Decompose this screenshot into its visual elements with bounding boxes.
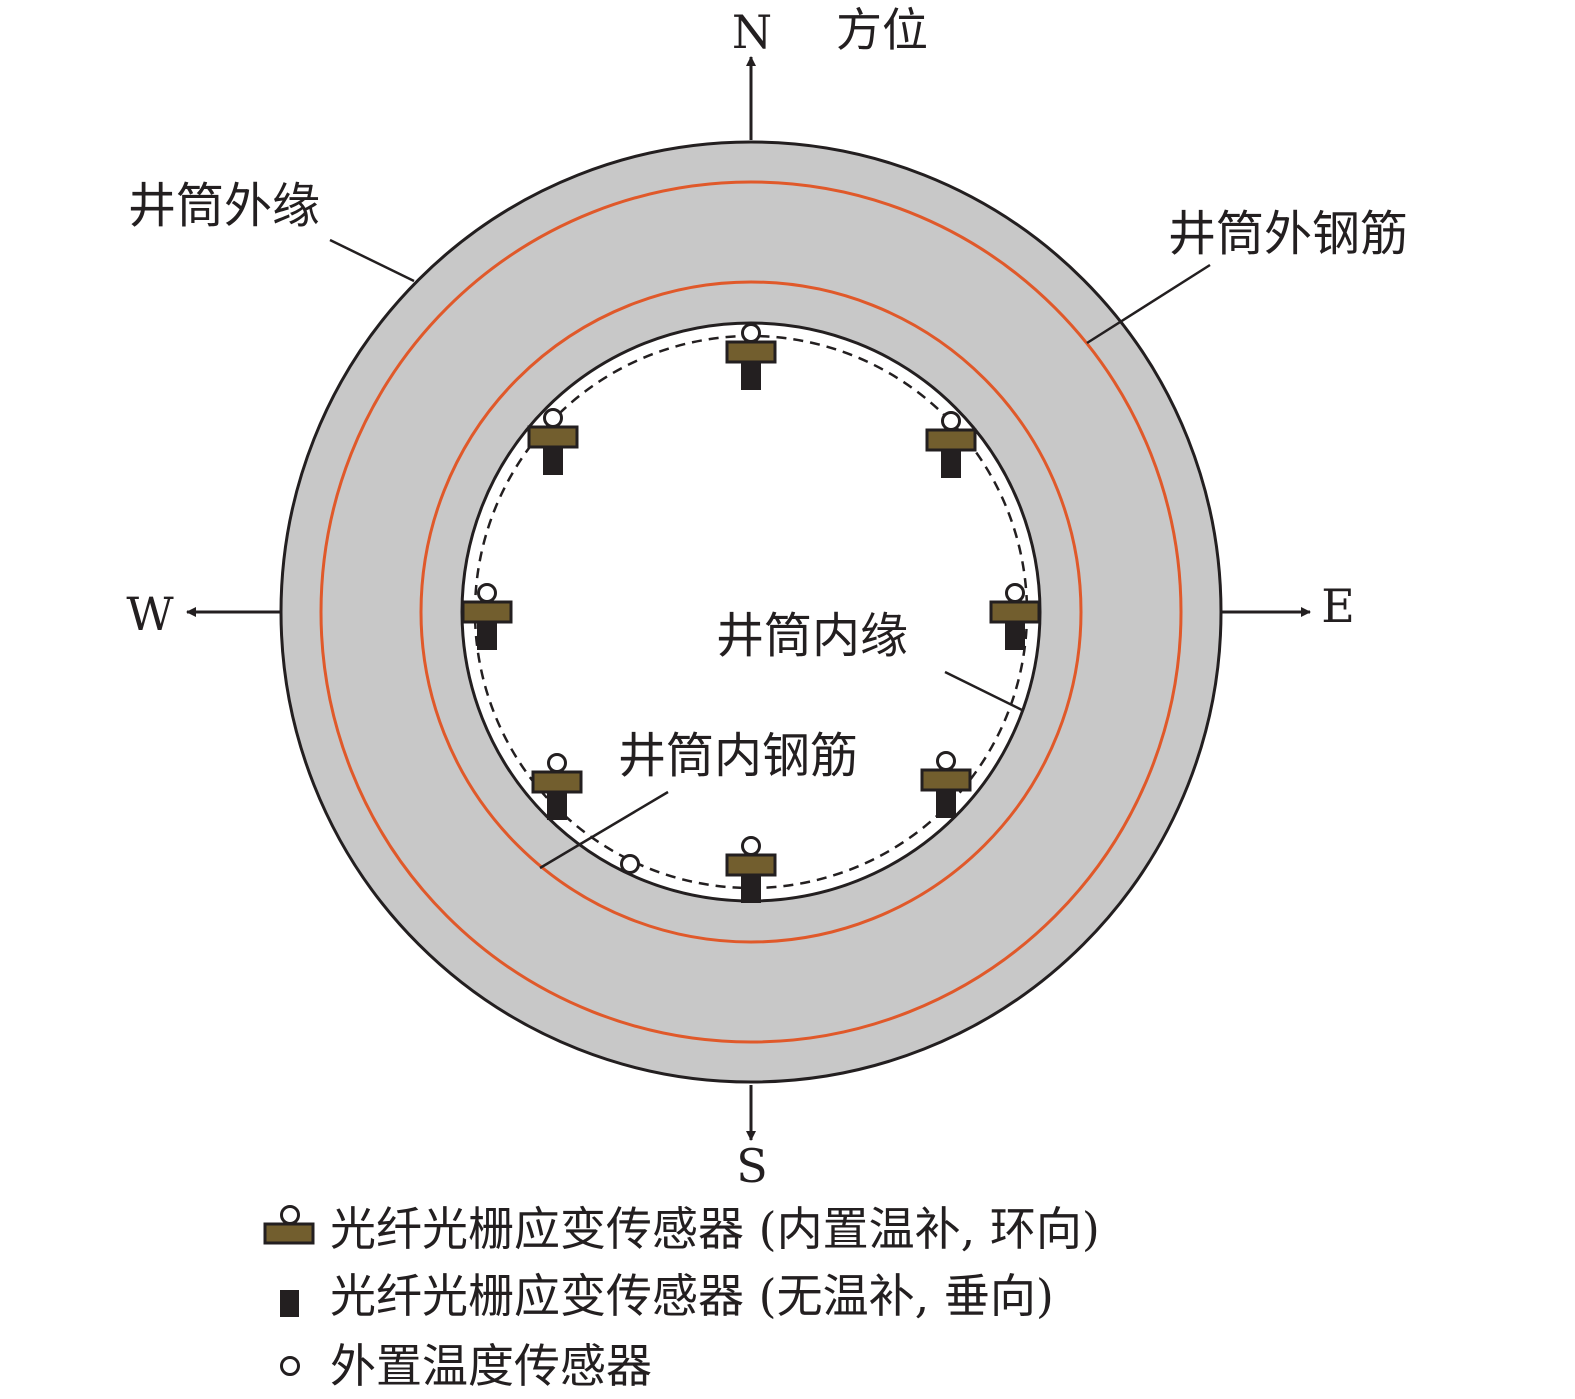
temperature-sensor <box>941 411 961 431</box>
temperature-sensor <box>543 408 563 428</box>
temperature-sensor <box>741 323 761 343</box>
fbg-sensor-assembly <box>725 323 777 390</box>
hoop-strain-sensor <box>527 425 579 449</box>
external-temperature-sensor-icon <box>280 1356 300 1376</box>
legend-label-2: 光纤光栅应变传感器 (无温补, 垂向) <box>330 1269 1054 1323</box>
outer-rebar-ring <box>319 180 1183 1044</box>
hoop-strain-sensor <box>725 853 777 877</box>
fbg-sensor-assembly <box>531 753 583 820</box>
temperature-sensor <box>477 583 497 603</box>
inner-rebar-ring <box>419 280 1083 944</box>
vertical-strain-sensor <box>741 875 761 903</box>
hoop-strain-sensor <box>531 770 583 794</box>
inner-rebar-leader <box>539 790 669 870</box>
fbg-strain-sensor-vertical-icon <box>280 1290 299 1317</box>
hoop-strain-sensor <box>725 340 777 364</box>
legend: 光纤光栅应变传感器 (内置温补, 环向) 光纤光栅应变传感器 (无温补, 垂向)… <box>263 1202 1100 1393</box>
fbg-sensor-assembly <box>925 411 977 478</box>
hoop-strain-sensor <box>989 600 1041 624</box>
vertical-strain-sensor <box>547 792 567 820</box>
legend-label-3: 外置温度传感器 <box>330 1339 652 1393</box>
west-label: W <box>126 587 174 641</box>
outer-edge-label: 井筒外缘 <box>128 178 320 234</box>
hoop-strain-sensor <box>461 600 513 624</box>
external-temperature-sensor <box>620 854 640 874</box>
fbg-sensor-assembly <box>920 751 972 818</box>
compass-title: 方位 <box>836 3 928 57</box>
legend-label-1: 光纤光栅应变传感器 (内置温补, 环向) <box>330 1202 1100 1256</box>
outer-rebar-leader <box>1086 263 1211 345</box>
east-label: E <box>1321 579 1355 633</box>
north-label: N <box>732 5 772 59</box>
south-label: S <box>736 1139 768 1193</box>
fbg-strain-sensor-temp-compensated-icon <box>263 1205 315 1245</box>
outer-rebar-label: 井筒外钢筋 <box>1168 206 1408 262</box>
vertical-strain-sensor <box>1005 622 1025 650</box>
temperature-sensor <box>1005 583 1025 603</box>
inner-edge-label: 井筒内缘 <box>716 608 908 664</box>
outer-edge-leader <box>329 238 415 283</box>
vertical-strain-sensor <box>477 622 497 650</box>
temperature-sensor <box>547 753 567 773</box>
vertical-strain-sensor <box>741 362 761 390</box>
fbg-sensor-assembly <box>461 583 513 650</box>
sensor-group <box>461 323 1041 903</box>
fbg-sensor-assembly <box>725 836 777 903</box>
hoop-strain-sensor <box>920 768 972 792</box>
vertical-strain-sensor <box>941 450 961 478</box>
temperature-sensor <box>936 751 956 771</box>
inner-rebar-label: 井筒内钢筋 <box>618 728 858 784</box>
vertical-strain-sensor <box>936 790 956 818</box>
fbg-sensor-assembly <box>527 408 579 475</box>
vertical-strain-sensor <box>543 447 563 475</box>
hoop-strain-sensor <box>925 428 977 452</box>
inner-edge-leader <box>944 670 1023 712</box>
temperature-sensor <box>741 836 761 856</box>
fbg-sensor-assembly <box>989 583 1041 650</box>
